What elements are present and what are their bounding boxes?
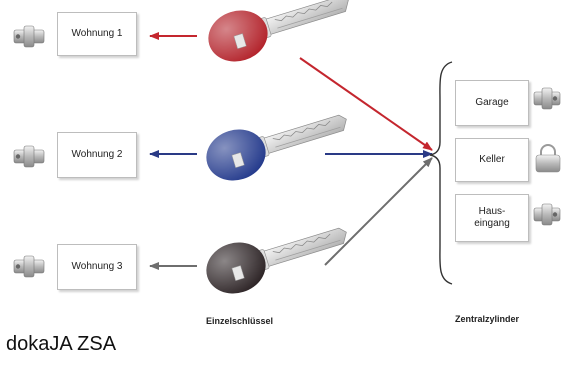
key-black-icon xyxy=(206,227,347,294)
arrow-key3-to-central xyxy=(324,157,433,266)
cylinder-icon xyxy=(13,25,45,48)
keller-box: Keller xyxy=(455,138,529,182)
cylinder-icon xyxy=(533,203,561,226)
single-keys-caption: Einzelschlüssel xyxy=(206,316,274,326)
product-name: dokaJA ZSA xyxy=(6,333,117,355)
central-cylinders-caption: Zentralzylinder xyxy=(455,314,520,324)
wohnung-2-box: Wohnung 2 xyxy=(57,132,137,178)
padlock-icon xyxy=(535,144,561,173)
cylinder-icon xyxy=(533,87,561,110)
wohnung-3-box: Wohnung 3 xyxy=(57,244,137,290)
garage-box: Garage xyxy=(455,80,529,126)
key-red-icon xyxy=(208,0,349,62)
wohnung-3-label: Wohnung 3 xyxy=(71,260,123,272)
key-blue-icon xyxy=(206,114,347,181)
keller-label: Keller xyxy=(479,153,505,165)
arrow-key1-to-central xyxy=(299,57,433,151)
garage-label: Garage xyxy=(475,96,509,108)
wohnung-1-box: Wohnung 1 xyxy=(57,12,137,56)
cylinder-icon xyxy=(13,145,45,168)
wohnung-1-label: Wohnung 1 xyxy=(71,27,123,39)
central-cylinder-brace xyxy=(429,61,453,285)
wohnung-2-label: Wohnung 2 xyxy=(71,148,123,160)
hauseingang-box: Haus- eingang xyxy=(455,194,529,242)
cylinder-icon xyxy=(13,255,45,278)
hauseingang-label: Haus- eingang xyxy=(474,205,510,230)
